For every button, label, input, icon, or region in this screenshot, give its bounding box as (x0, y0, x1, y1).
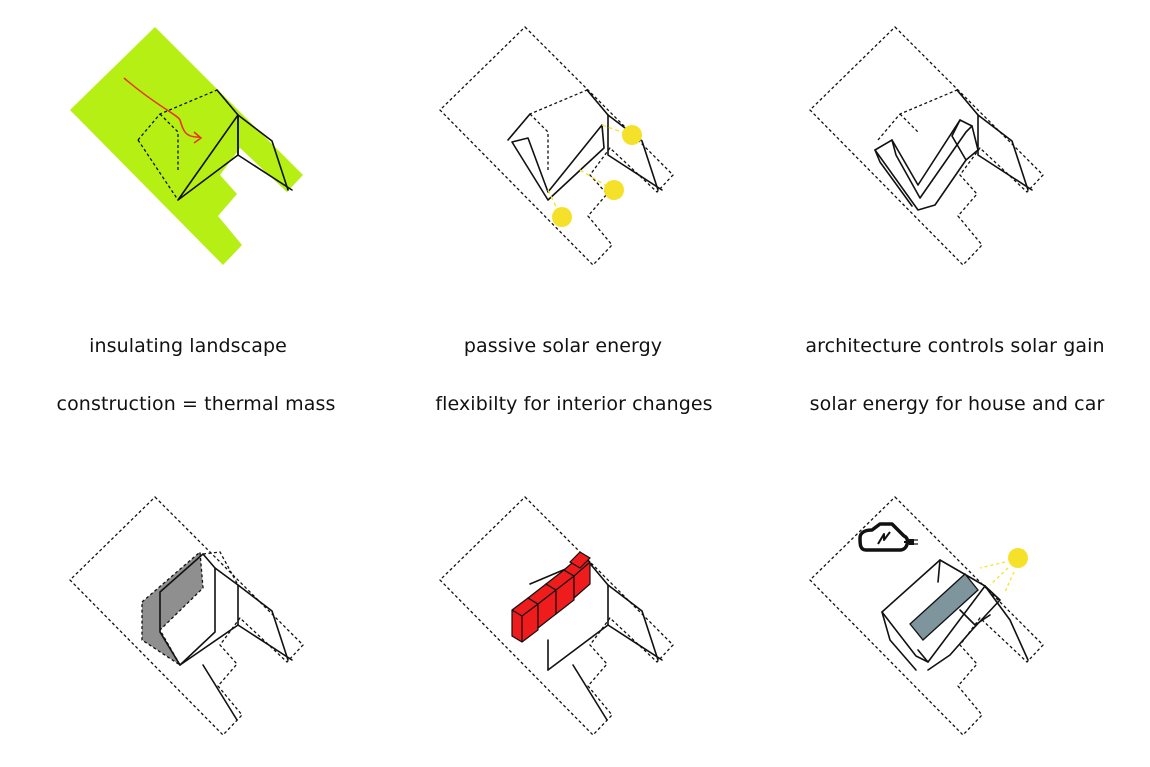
caption-passive-solar-energy: passive solar energy (463, 335, 663, 357)
glazed-facade (511, 124, 605, 201)
site-outline (439, 496, 674, 736)
diagram-insulating-landscape (70, 27, 303, 265)
sun-icon (552, 207, 572, 227)
sun-ray (579, 169, 611, 189)
site-outline (809, 26, 1044, 266)
interior-modules (511, 551, 591, 643)
interior-module (511, 597, 539, 643)
thermal-mass-back-wall (141, 550, 204, 666)
sun-rays (979, 561, 1015, 593)
wind-flow-arrow-icon (123, 77, 201, 138)
diagram-solar-energy-house-car (809, 496, 1044, 736)
sun-icon (622, 125, 642, 145)
sun-icon (604, 180, 624, 200)
house-volume (877, 89, 1033, 191)
wind-flow-arrowhead (193, 131, 203, 144)
sun-icon (1008, 548, 1028, 568)
caption-architecture-controls-solar-gain: architecture controls solar gain (805, 335, 1105, 357)
wall-line (202, 664, 238, 721)
house-volume (141, 550, 293, 721)
site-outline (69, 496, 304, 736)
caption-solar-energy-house-car: solar energy for house and car (809, 393, 1105, 415)
shading-frame (874, 119, 979, 211)
house-volume (137, 89, 293, 201)
diagram-architecture-controls-solar-gain (809, 26, 1044, 266)
house-volume (507, 89, 663, 201)
diagram-flexibility-interior-changes (439, 496, 674, 736)
interior-module (569, 551, 591, 569)
diagram-construction-thermal-mass (69, 496, 304, 736)
diagram-passive-solar-energy (439, 26, 674, 266)
house-volume (881, 559, 1029, 671)
electric-car-icon (858, 522, 918, 552)
pv-panel (909, 573, 979, 641)
site-outline (809, 496, 1044, 736)
caption-flexibility-interior-changes: flexibilty for interior changes (435, 393, 713, 415)
caption-construction-thermal-mass: construction = thermal mass (56, 393, 336, 415)
landscape-site-area (70, 27, 303, 265)
site-outline (439, 26, 674, 266)
caption-insulating-landscape: insulating landscape (89, 335, 287, 357)
